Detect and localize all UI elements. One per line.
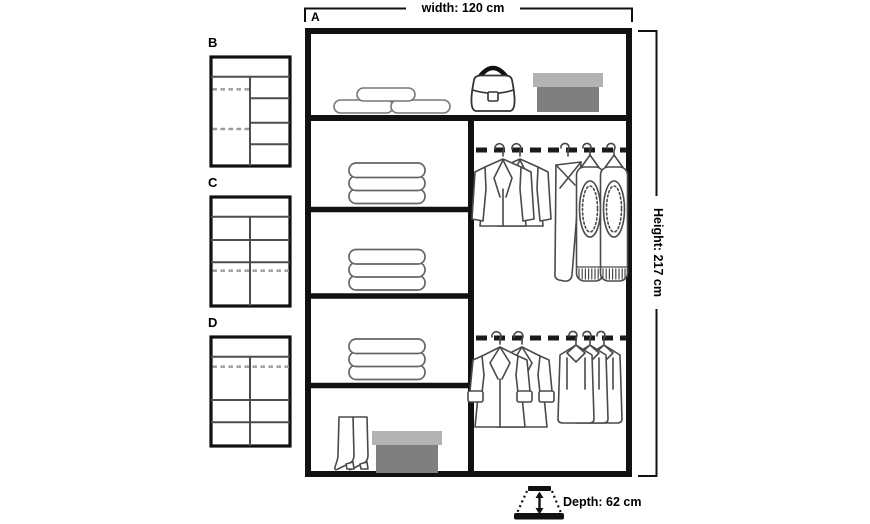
folded-linen-stack-icon [333,87,451,114]
towel-stack-shelf3-icon [348,338,426,381]
mini-wardrobe-b [209,55,292,168]
height-dimension-label: Height: 217 cm [648,196,665,309]
handbag-icon [470,65,516,112]
label-variant-b: B [208,35,218,50]
towel-stack-shelf2-icon [348,248,426,291]
width-dimension-label: width: 120 cm [406,1,520,15]
mini-c-shelf-lines [211,215,290,306]
label-variant-c: C [208,175,218,190]
shoe-box-top-icon [533,73,603,112]
mini-wardrobe-d [209,335,292,448]
shoe-box-bottom-icon [372,431,442,473]
depth-dimension-label: Depth: 62 cm [563,495,642,509]
label-variant-d: D [208,315,218,330]
boots-icon [333,416,369,471]
label-main-a: A [311,10,320,24]
mini-d-shelf-lines [211,355,290,446]
depth-icon [514,486,564,520]
towel-stack-shelf1-icon [348,162,426,205]
mini-wardrobe-c [209,195,292,308]
mini-b-shelf-lines [211,75,290,166]
mini-b-rails [212,88,249,131]
